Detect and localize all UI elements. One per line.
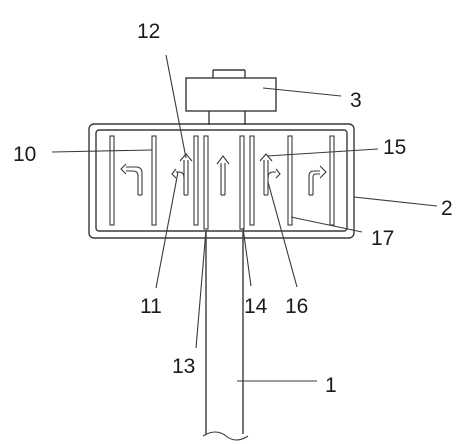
label-3: 3 [350, 89, 362, 112]
u-turn-left-arrow-icon [120, 163, 143, 196]
label-10: 10 [13, 143, 36, 166]
sign-board [88, 123, 355, 239]
label-12: 12 [137, 20, 160, 43]
label-14: 14 [244, 295, 268, 318]
leader-lines [51, 54, 438, 382]
top-box [185, 69, 277, 125]
straight-arrow-icon [216, 155, 230, 196]
divider-center [239, 135, 245, 230]
label-16: 16 [285, 295, 308, 318]
label-13: 13 [172, 355, 195, 378]
pole [202, 232, 249, 441]
divider-strip [193, 135, 199, 226]
divider-strip [287, 135, 293, 226]
strip-bottom [203, 135, 209, 230]
lane-dividers [109, 135, 335, 230]
divider-strip [151, 135, 157, 226]
label-11: 11 [140, 295, 162, 318]
right-turn-arrow-icon [308, 165, 327, 196]
divider-strip [329, 135, 335, 226]
straight-right-arrow-icon [259, 153, 281, 196]
label-2: 2 [441, 197, 453, 220]
divider-strip [249, 135, 255, 226]
label-15: 15 [383, 136, 406, 159]
divider-strip [109, 135, 115, 226]
straight-left-arrow-icon [171, 153, 193, 196]
label-17: 17 [371, 227, 394, 250]
label-1: 1 [325, 374, 337, 397]
